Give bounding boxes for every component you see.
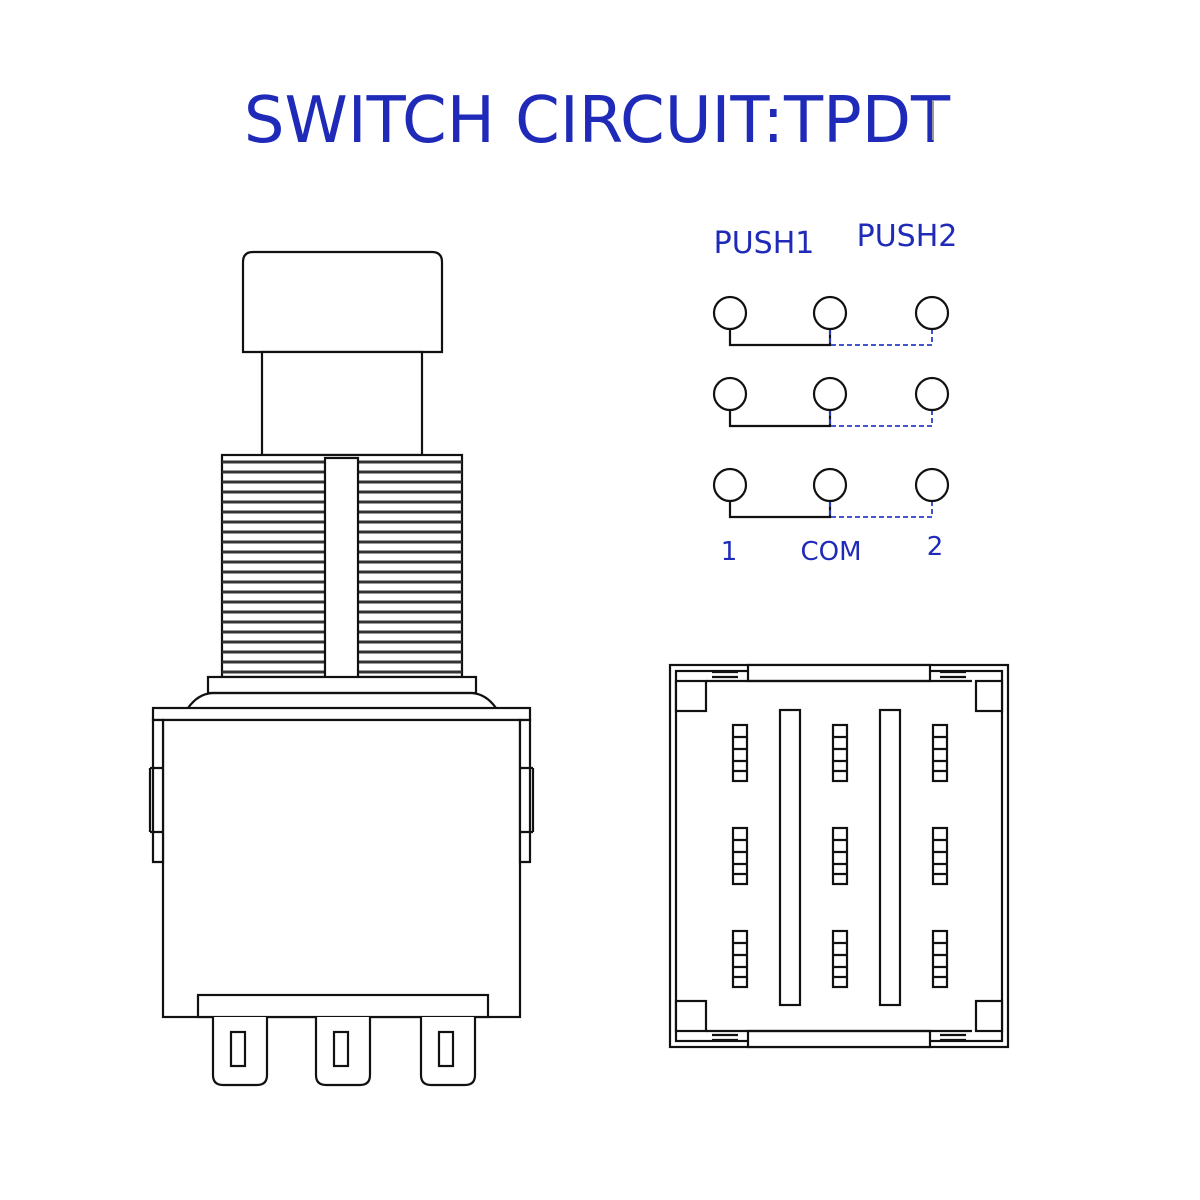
- divider-bar-left: [778, 708, 802, 1007]
- diagram-title: SWITCH CIRCUIT:TPDT: [244, 84, 951, 158]
- pin-slot: [731, 929, 749, 989]
- terminal-lug-right: [419, 1017, 477, 1087]
- switch-bottom-view: [668, 663, 1010, 1049]
- bushing-keyway: [323, 456, 360, 692]
- schematic-pole-2: [712, 376, 950, 428]
- switch-plunger: [260, 350, 424, 457]
- left-clip: [151, 718, 165, 864]
- position-label-push1: PUSH1: [714, 226, 815, 261]
- position-label-push2: PUSH2: [857, 219, 958, 254]
- terminal-label-1: 1: [721, 537, 738, 567]
- pin-slot: [831, 929, 849, 989]
- pin-slot-grid: [731, 723, 949, 989]
- terminal-lug-center: [314, 1017, 372, 1087]
- switch-cap: [241, 250, 444, 354]
- pin-slot: [931, 723, 949, 783]
- pin-slot: [731, 723, 749, 783]
- divider-bar-right: [878, 708, 902, 1007]
- bushing-flange: [206, 675, 478, 695]
- switch-side-view: [148, 250, 535, 1087]
- schematic-pole-1: [712, 295, 950, 347]
- schematic-pole-3: [712, 467, 950, 519]
- pin-slot: [731, 826, 749, 886]
- terminal-label-2: 2: [927, 532, 944, 562]
- pin-slot: [831, 723, 849, 783]
- pin-slot: [831, 826, 849, 886]
- terminal-lug-left: [211, 1017, 269, 1087]
- switch-body: [151, 706, 532, 722]
- right-clip: [518, 718, 532, 864]
- pin-slot: [931, 929, 949, 989]
- pin-slot: [931, 826, 949, 886]
- terminal-label-com: COM: [800, 537, 861, 567]
